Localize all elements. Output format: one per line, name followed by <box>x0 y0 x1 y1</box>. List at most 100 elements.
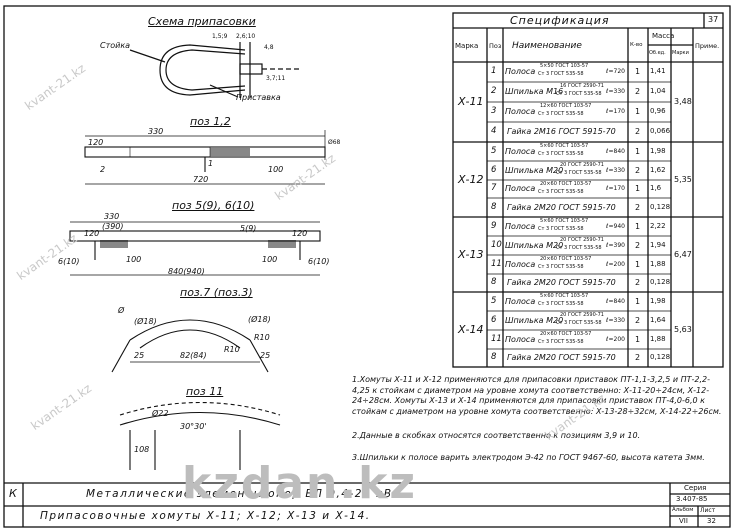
spec-cell-qty: 1 <box>635 67 641 76</box>
poz5610-d840: 840(940) <box>168 267 205 276</box>
spec-cell-name: Гайка 2М20 ГОСТ 5915-70 <box>507 353 616 362</box>
poz11-angle: 30°30' <box>180 422 207 431</box>
spec-group-mark: Х-14 <box>458 322 484 336</box>
spec-cell-gost-bot: Ст 3 ГОСТ 535-58 <box>538 264 584 270</box>
spec-cell-len: ℓ=940 <box>606 222 625 230</box>
spec-cell-gost-top: 20×60 ГОСТ 103-57 <box>540 331 592 337</box>
spec-group-mark: Х-13 <box>458 247 484 261</box>
spec-cell-gost-top: 20×60 ГОСТ 103-57 <box>540 181 592 187</box>
spec-cell-gost-bot: Ст 3 ГОСТ 535-58 <box>556 170 602 176</box>
poz73-phi: Ø <box>118 306 125 315</box>
spec-cell-gost-top: 20 ГОСТ 2590-71 <box>560 312 604 318</box>
poz11-title: поз 11 <box>186 385 224 398</box>
stamp-series-value: 3.407-85 <box>676 495 708 503</box>
poz73-d25r: 25 <box>260 351 271 360</box>
spec-cell-mass: 0,128 <box>650 202 671 211</box>
spec-cell-poz: 11 <box>491 258 502 269</box>
spec-cell-name: Шпилька М20 <box>505 315 564 325</box>
spec-cell-name: Полоса <box>505 184 536 193</box>
spec-cell-qty: 1 <box>635 259 641 269</box>
poz5610-d390: (390) <box>102 222 124 231</box>
spec-cell-poz: 9 <box>491 220 497 231</box>
spec-cell-poz: 3 <box>491 106 497 116</box>
spec-cell-mass: 1,88 <box>650 334 666 343</box>
note-1: 1.Хомуты Х-11 и Х-12 применяются для при… <box>352 375 722 416</box>
spec-cell-len: ℓ=200 <box>606 335 625 343</box>
spec-cell-len: ℓ=330 <box>606 88 625 95</box>
spec-cell-poz: 10 <box>491 239 502 250</box>
spec-cell-poz: 6 <box>491 314 497 325</box>
spec-cell-mass: 1,94 <box>650 240 666 249</box>
spec-cell-mass: 1,04 <box>650 87 666 95</box>
label-stoika: Стойка <box>100 41 131 50</box>
poz12-p2: 2 <box>100 165 106 174</box>
spec-cell-name: Полоса <box>505 259 536 269</box>
spec-cell-poz: 1 <box>491 66 497 76</box>
hdr-kol: К-во <box>630 42 643 48</box>
spec-cell-gost-bot: Ст 3 ГОСТ 535-58 <box>538 301 584 307</box>
spec-cell-mass: 1,6 <box>650 184 662 192</box>
spec-cell-len: ℓ=170 <box>606 108 625 115</box>
spec-cell-len: ℓ=200 <box>606 260 625 268</box>
spec-cell-name: Шпилька М20 <box>505 165 564 175</box>
poz5610-d120: 120 <box>84 229 100 238</box>
spec-cell-mass: 0,128 <box>650 353 671 361</box>
spec-cell-len: ℓ=330 <box>606 166 625 174</box>
spec-cell-gost-bot: Ст 3 ГОСТ 535-58 <box>538 151 584 157</box>
spec-cell-qty: 2 <box>635 165 641 175</box>
spec-cell-name: Шпилька М16 <box>505 87 564 96</box>
spec-cell-qty: 2 <box>635 315 641 325</box>
poz5610-d100l: 100 <box>126 255 142 264</box>
poz73-d82: 82(84) <box>180 351 207 360</box>
label-d2: 2,6;10 <box>236 33 256 40</box>
spec-cell-mass: 1,88 <box>650 259 666 268</box>
poz5610-title: поз 5(9), 6(10) <box>172 199 255 212</box>
spec-cell-poz: 2 <box>491 86 497 96</box>
spec-cell-gost-top: 5×60 ГОСТ 103-57 <box>540 143 589 149</box>
spec-cell-name: Полоса <box>505 107 536 116</box>
spec-cell-name: Полоса <box>505 67 536 76</box>
spec-cell-gost-top: 20 ГОСТ 2590-71 <box>560 162 604 168</box>
spec-cell-poz: 8 <box>491 277 497 287</box>
poz5610-d120r: 120 <box>292 229 308 238</box>
poz5610-p6l: 6(10) <box>58 257 80 266</box>
spec-cell-poz: 11 <box>491 333 502 344</box>
poz73-title: поз.7 (поз.3) <box>180 286 253 299</box>
spec-cell-name: Гайка 2М16 ГОСТ 5915-70 <box>507 127 616 136</box>
spec-cell-mass: 1,62 <box>650 165 666 174</box>
spec-cell-gost-bot: Ст 3 ГОСТ 535-58 <box>556 91 602 97</box>
spec-cell-len: ℓ=390 <box>606 241 625 249</box>
poz5610-d100r: 100 <box>262 255 278 264</box>
stamp-sheet-label: Лист <box>700 507 716 514</box>
spec-cell-qty: 1 <box>635 107 641 116</box>
poz5610-d330: 330 <box>104 212 120 221</box>
spec-cell-qty: 1 <box>635 221 641 231</box>
spec-cell-gost-top: 20×60 ГОСТ 103-57 <box>540 256 592 262</box>
spec-cell-poz: 5 <box>491 145 497 156</box>
label-d1: 1,5;9 <box>212 33 228 40</box>
hdr-massa: Масса <box>652 32 675 40</box>
poz73-phi18-r: (Ø18) <box>248 315 271 324</box>
poz73-d25l: 25 <box>134 351 145 360</box>
spec-group-total: 5,35 <box>674 174 692 184</box>
spec-cell-gost-bot: Ст 3 ГОСТ 535-58 <box>538 111 584 117</box>
poz5610-p5: 5(9) <box>240 224 257 233</box>
label-d3: 4,8 <box>264 44 274 51</box>
stamp-line1: Металлические элементы опор ВЛ 0,4-20 кВ… <box>86 488 398 500</box>
spec-cell-poz: 5 <box>491 295 497 306</box>
spec-cell-name: Полоса <box>505 296 536 306</box>
poz73-r10: R10 <box>224 345 240 354</box>
spec-group-mark: Х-11 <box>458 95 484 108</box>
spec-group-total: 6,47 <box>674 249 692 259</box>
poz11-d108: 108 <box>134 445 150 454</box>
spec-cell-mass: 1,64 <box>650 315 666 324</box>
spec-cell-mass: 0,066 <box>650 127 671 135</box>
spec-cell-mass: 0,128 <box>650 278 671 286</box>
label-d4: 3,7;11 <box>266 75 286 82</box>
stamp-album-label: Альбом <box>672 507 694 513</box>
hdr-marka: Марка <box>455 42 479 50</box>
spec-cell-gost-top: 5×60 ГОСТ 103-57 <box>540 293 589 299</box>
spec-cell-mass: 0,96 <box>650 107 666 115</box>
stamp-sheet-value: 32 <box>707 517 716 525</box>
